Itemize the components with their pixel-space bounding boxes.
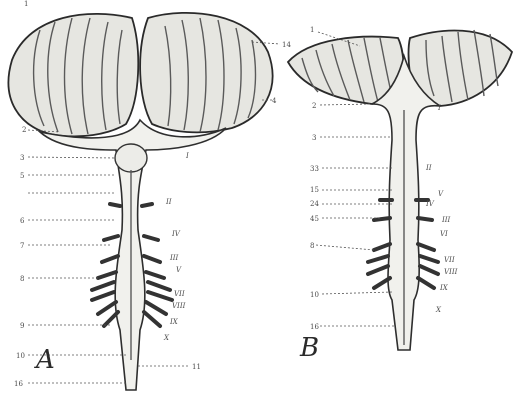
label-a-roman-v: V — [176, 266, 182, 274]
label-a-7: 7 — [20, 242, 24, 250]
label-b-16: 16 — [310, 323, 319, 331]
panel-a-letter: A — [34, 345, 55, 375]
panel-b-letter: B — [299, 333, 319, 363]
label-a-11: 11 — [192, 363, 201, 371]
panel-b-drawing — [288, 30, 512, 350]
label-b-2: 2 — [312, 102, 316, 110]
label-a-8: 8 — [20, 275, 24, 283]
label-a-3: 3 — [20, 154, 24, 162]
panel-a-drawing — [8, 13, 272, 390]
label-b-roman-x: X — [435, 306, 442, 314]
label-b-roman-iii: III — [441, 216, 451, 224]
label-a-1: 1 — [24, 0, 28, 8]
panel-a-optic-lobe — [115, 144, 147, 172]
label-a-2: 2 — [22, 126, 26, 134]
label-b-33: 33 — [310, 165, 319, 173]
label-b-roman-i: I — [437, 104, 441, 112]
label-b-15: 15 — [310, 186, 319, 194]
label-b-roman-v: V — [438, 190, 444, 198]
label-b-roman-ii: II — [425, 164, 432, 172]
label-b-8: 8 — [310, 242, 314, 250]
label-b-roman-iv: IV — [425, 200, 435, 208]
label-a-roman-iii: III — [169, 254, 179, 262]
label-a-9: 9 — [20, 322, 24, 330]
label-a-6: 6 — [20, 217, 25, 225]
label-a-roman-iv: IV — [171, 230, 181, 238]
label-b-roman-ix: IX — [439, 284, 449, 292]
label-a-roman-i: I — [185, 152, 189, 160]
label-b-roman-vii: VII — [444, 256, 455, 264]
label-b-1: 1 — [310, 26, 314, 34]
label-b-45: 45 — [310, 215, 319, 223]
label-b-roman-viii: VIII — [444, 268, 458, 276]
label-a-14: 14 — [282, 41, 291, 49]
label-a-16: 16 — [14, 380, 23, 388]
label-a-roman-ii: II — [165, 198, 172, 206]
label-a-10: 10 — [16, 352, 25, 360]
label-a-roman-x: X — [163, 334, 170, 342]
label-a-5: 5 — [20, 172, 24, 180]
label-a-roman-vii: VII — [174, 290, 185, 298]
label-a-roman-viii: VIII — [172, 302, 186, 310]
label-b-10: 10 — [310, 291, 319, 299]
label-b-3: 3 — [312, 134, 316, 142]
label-b-roman-vi: VI — [440, 230, 448, 238]
label-b-24: 24 — [310, 200, 319, 208]
label-a-4: 4 — [272, 97, 277, 105]
label-a-roman-ix: IX — [169, 318, 179, 326]
